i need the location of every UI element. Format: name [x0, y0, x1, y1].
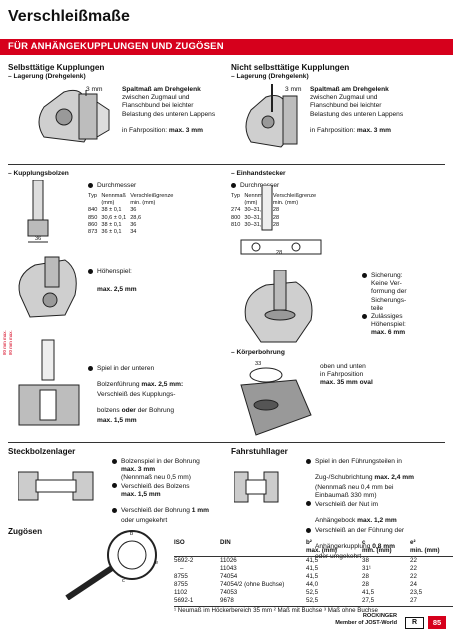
- dim-28: 28: [276, 250, 283, 256]
- dim-3mm-right: 3 mm: [285, 86, 302, 93]
- vertical-label-2: 80 mm max.: [8, 330, 13, 355]
- dim-33: 33: [255, 361, 262, 367]
- bullet-icon: [112, 507, 117, 513]
- dim-36: 36: [35, 236, 42, 242]
- bullet-icon: [88, 365, 93, 371]
- towing-eye-illustration: [65, 530, 157, 600]
- bolt-guide-illustration: [18, 339, 80, 426]
- bullet-icon: [112, 458, 117, 464]
- pin-illustration: [240, 185, 322, 255]
- text-max: max. 3 mm: [168, 126, 204, 134]
- iso-table: ISO DIN b² c e² max. (mm) min. (mm) min.…: [174, 539, 453, 615]
- body-bore-illustration: [240, 367, 312, 436]
- text-line: Spaltmaß am Drehgelenk: [122, 86, 201, 93]
- hoehenspiel: Höhenspiel: max. 2,5 mm: [88, 260, 137, 296]
- section-bar: FÜR ANHÄNGEKUPPLUNGEN UND ZUGÖSEN: [0, 39, 453, 55]
- table-footnote: ¹ Neumaß im Höckerbereich 35 mm ² Maß mi…: [174, 607, 378, 614]
- table-subheader: max. (mm) min. (mm) min. (mm): [174, 547, 453, 557]
- sicherung-list: Sicherung: Keine Ver- formung der Sicher…: [362, 272, 442, 338]
- bullet-icon: [362, 272, 367, 278]
- bullet-icon: [362, 313, 367, 319]
- pin-coupling-illustration: [244, 270, 313, 343]
- heading-steckbolzenlager: Steckbolzenlager: [8, 447, 76, 456]
- steck-list: Bolzenspiel in der Bohrung max. 3 mm (Ne…: [112, 458, 232, 525]
- dim-3mm-left: 3 mm: [86, 86, 103, 93]
- text-line: Belastung des unteren Lappens: [122, 110, 216, 118]
- subheading-lagerung: – Lagerung (Drehgelenk): [8, 73, 86, 80]
- text-line: zwischen Zugmaul und: [310, 94, 378, 102]
- label-e: e: [155, 560, 159, 566]
- heading-koerperbohrung: – Körperbohrung: [231, 349, 285, 356]
- text-spiel: Spiel in der unteren Bolzenführung max. …: [88, 365, 218, 426]
- bullet-icon: [306, 458, 311, 464]
- heading-zugoesen: Zugösen: [8, 527, 43, 536]
- footer-brand: ROCKINGER Member of JOST-World: [335, 613, 397, 626]
- label-b: b: [130, 531, 134, 537]
- divider: [8, 442, 445, 443]
- page-number: 85: [428, 616, 446, 629]
- text-nicht: Spaltmaß am Drehgelenk zwischen Zugmaul …: [310, 86, 430, 137]
- table-header: ISO DIN b² c e²: [174, 539, 416, 546]
- text-line: Flanschbund bei leichter: [310, 102, 382, 110]
- heading-selbsttaetige: Selbsttätige Kupplungen: [8, 63, 105, 72]
- heading-fahrstuhllager: Fahrstuhllager: [231, 447, 288, 456]
- coupling-hand-illustration: [18, 256, 77, 318]
- bolt-bearing-illustration: [18, 471, 94, 501]
- bullet-icon: [306, 527, 311, 533]
- text-line: zwischen Zugmaul und: [122, 94, 190, 102]
- diameter-label: Durchmesser: [231, 182, 279, 190]
- text-koerper: oben und unten in Fahrposition max. 35 m…: [320, 363, 373, 387]
- carriage-bearing-illustration: [234, 471, 279, 503]
- text-selbst: Spaltmaß am Drehgelenk zwischen Zugmaul …: [122, 86, 227, 137]
- page-title: Verschleißmaße: [8, 8, 130, 25]
- bullet-icon: [88, 182, 93, 188]
- bullet-icon: [88, 268, 93, 274]
- heading-kupplungsbolzen: – Kupplungsbolzen: [8, 170, 69, 177]
- bolt-illustration: [27, 180, 49, 243]
- hoehenspiel-max: max. 2,5 mm: [97, 286, 137, 293]
- text-line: Spaltmaß am Drehgelenk: [310, 86, 389, 93]
- coupling-illustration-2: [245, 84, 298, 148]
- heading-nicht-selbsttaetige: Nicht selbsttätige Kupplungen: [231, 63, 350, 72]
- text-max: max. 3 mm: [356, 126, 392, 134]
- bullet-icon: [306, 501, 311, 507]
- diameter-label: Durchmesser: [88, 182, 136, 190]
- section-bar-label: FÜR ANHÄNGEKUPPLUNGEN UND ZUGÖSEN: [8, 41, 224, 52]
- fahrstuhl-list: Spiel in den Führungsteilen in Zug-/Schu…: [306, 458, 446, 561]
- subheading-lagerung: – Lagerung (Drehgelenk): [231, 73, 309, 80]
- text-line: Belastung des unteren Lappens: [310, 110, 404, 118]
- label-c: c: [122, 578, 125, 584]
- coupling-illustration-1: [38, 89, 110, 143]
- divider: [8, 164, 445, 165]
- hoehenspiel-label: Höhenspiel:: [88, 268, 132, 275]
- vertical-label: 80 mm max.: [2, 330, 7, 355]
- bullet-icon: [112, 483, 117, 489]
- heading-einhandstecker: – Einhandstecker: [231, 170, 286, 177]
- text-line: in Fahrposition:: [310, 126, 357, 134]
- text-line: in Fahrposition:: [122, 126, 169, 134]
- bullet-icon: [231, 182, 236, 188]
- rockinger-logo: R: [405, 617, 424, 629]
- text-line: Flanschbund bei leichter: [122, 102, 194, 110]
